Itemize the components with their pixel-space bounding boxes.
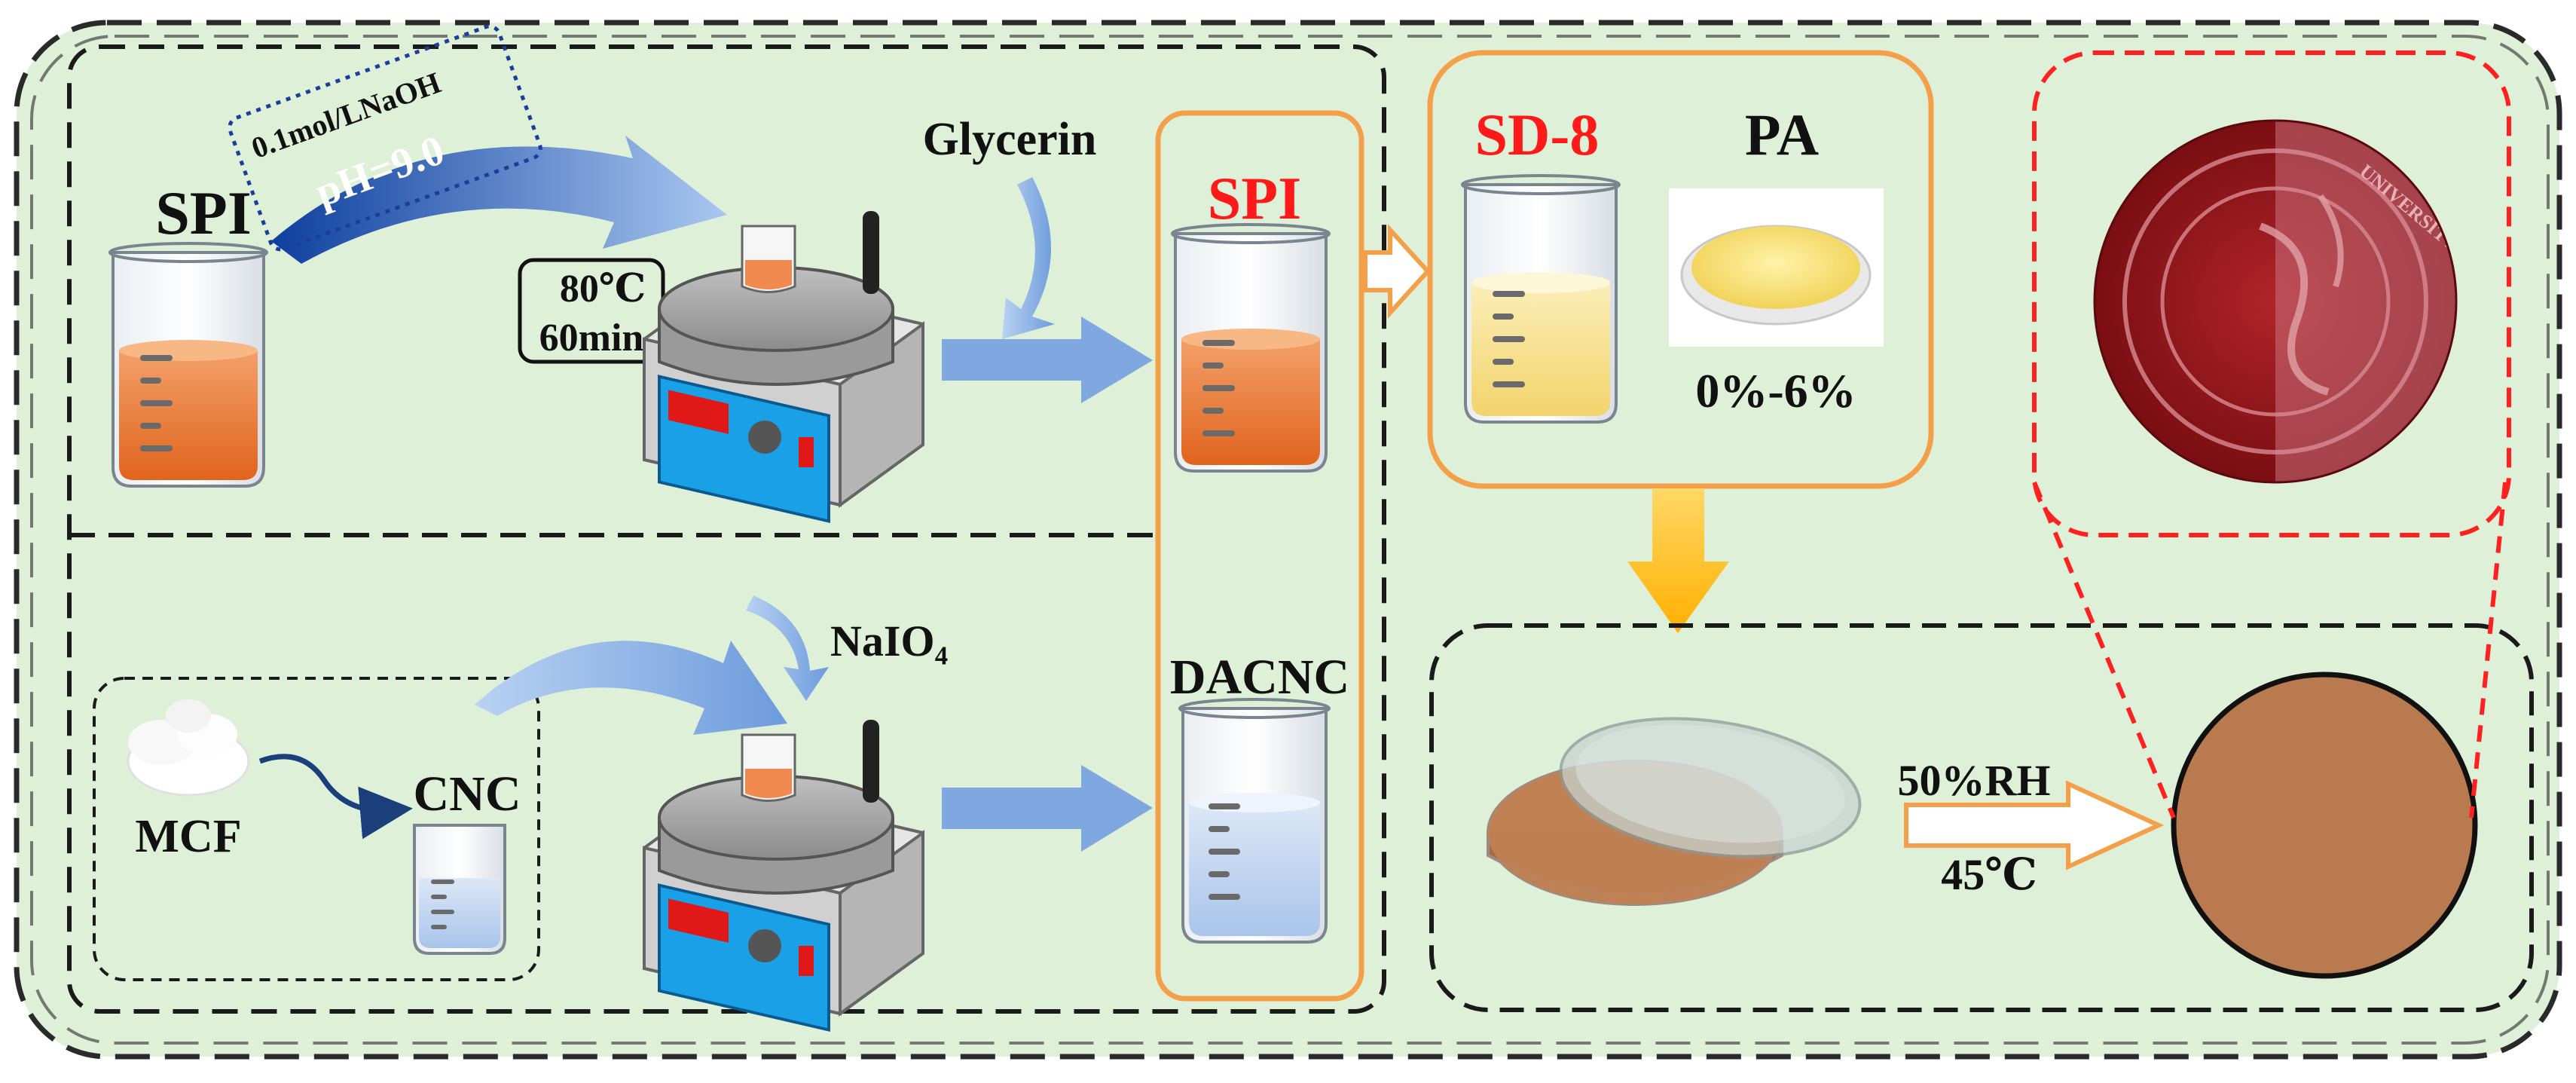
cnc-label: CNC [414,766,521,821]
outer-panel [14,20,2562,1060]
dacnc-beaker [1178,698,1331,944]
temp2-label: 45℃ [1941,850,2037,899]
left-process-box [67,44,1386,1014]
casting-box [1429,623,2534,1012]
zoom-line-right [2469,482,2507,818]
hotplate-bottom [643,720,924,1033]
glycerin-arrow [1002,177,1055,339]
naoh-arrow [271,136,727,264]
spi-dacnc-column [1155,110,1364,1002]
sd8-pa-box [1427,50,1934,489]
pa-range-label: 0%-6% [1695,364,1856,418]
glycerin-label: Glycerin [923,114,1097,165]
spi-column-label: SPI [1208,166,1302,232]
dacnc-label: DACNC [1170,650,1349,705]
pa-powder-dish [1669,188,1884,347]
cnc-to-hotplate-arrow [475,641,787,735]
zoom-line-left [2032,481,2176,819]
drying-arrow [1904,780,2165,870]
sd8-beaker [1461,174,1621,424]
sd8-label: SD-8 [1475,102,1600,167]
hotplate-top [643,211,924,524]
spi-beaker-left [108,242,268,488]
mcf-to-cnc-arrow [258,754,413,840]
spi-left-label: SPI [155,179,252,247]
temp1-label: 80℃ [560,268,646,311]
naio4-label: NaIO₄ [830,616,948,665]
arrow-bottom-to-dacnc [942,765,1153,852]
arrow-top-to-spi [942,317,1153,403]
petri-dishes [1487,717,1862,906]
film-sample [2171,672,2478,979]
rh-label: 50%RH [1898,756,2051,805]
mcf-label: MCF [135,811,241,862]
naio4-arrow [746,595,829,701]
spi-column-beaker [1171,223,1331,473]
column-to-sd8-arrow [1363,224,1432,319]
cnc-beaker [413,824,506,955]
pa-label: PA [1745,102,1819,167]
mcf-cnc-box [93,677,540,981]
down-arrow [1627,488,1729,633]
time1-label: 60min [539,317,644,359]
mcf-powder [127,699,250,797]
